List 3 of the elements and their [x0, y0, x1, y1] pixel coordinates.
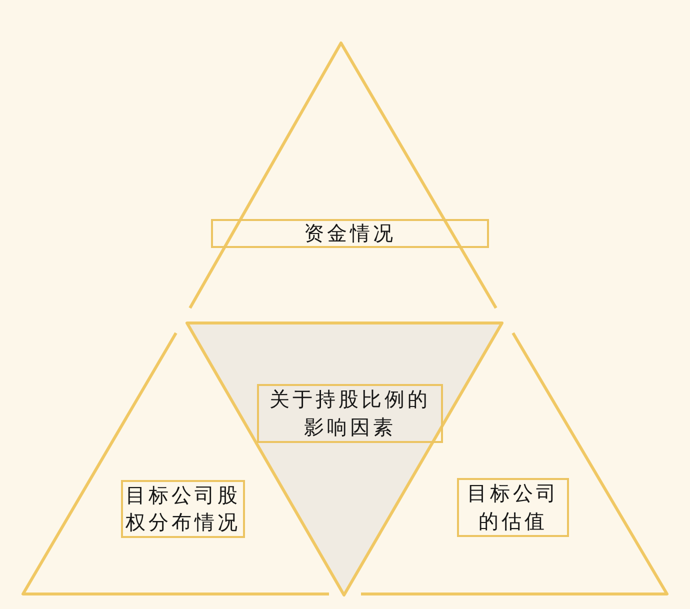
label-box: 目标公司股权分布情况 [121, 480, 245, 538]
label-box: 目标公司的估值 [457, 478, 569, 537]
triangle-outline [188, 41, 498, 310]
